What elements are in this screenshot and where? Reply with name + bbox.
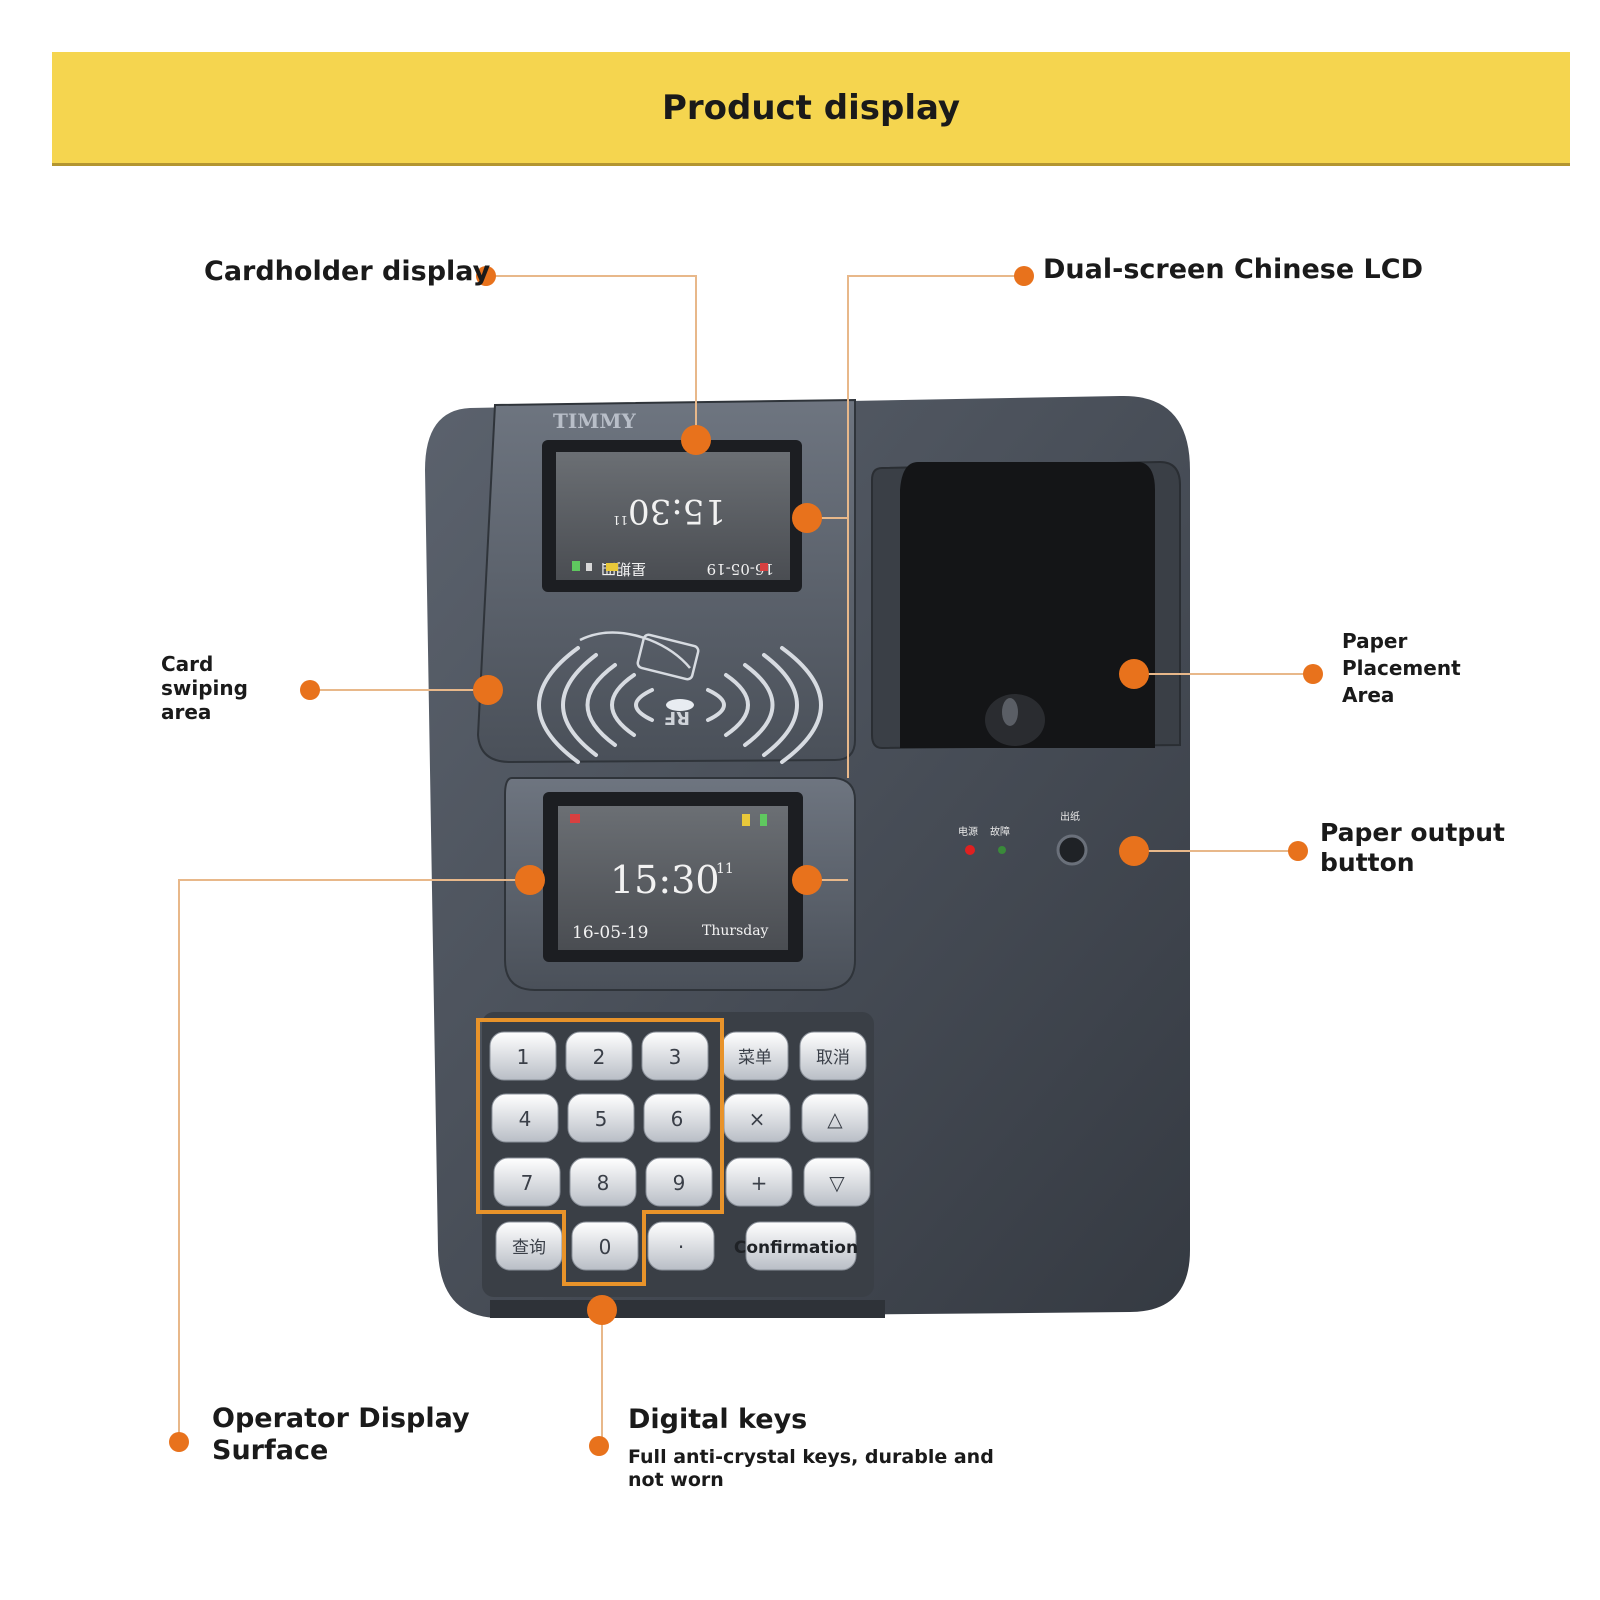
marker-cardholder-screen	[681, 425, 711, 455]
label-dual-screen-lcd: Dual-screen Chinese LCD	[1043, 254, 1423, 285]
indicators: 电源 故障 出纸	[958, 810, 1080, 855]
marker-operator-screen-right	[792, 865, 822, 895]
rf-label: RF	[664, 707, 690, 728]
key-menu[interactable]: 菜单	[721, 1031, 789, 1081]
top-lcd-date: 16-05-19	[707, 560, 774, 578]
svg-text:△: △	[827, 1107, 843, 1131]
svg-text:2: 2	[593, 1045, 606, 1069]
operator-lcd-date: 16-05-19	[572, 923, 648, 943]
marker-card-swiping	[300, 680, 320, 700]
svg-text:▽: ▽	[829, 1171, 845, 1195]
key-9[interactable]: 9	[645, 1157, 713, 1207]
marker-card-reader	[473, 675, 503, 705]
key-3[interactable]: 3	[641, 1031, 709, 1081]
label-digital-keys-note: Full anti-crystal keys, durable and not …	[628, 1446, 994, 1491]
key-confirmation[interactable]: Confirmation	[734, 1221, 858, 1271]
key-8[interactable]: 8	[569, 1157, 637, 1207]
marker-paper-button	[1119, 836, 1149, 866]
top-lcd-time: 15:30	[628, 491, 726, 531]
operator-panel: 15:30 11 16-05-19 Thursday	[504, 777, 856, 991]
svg-text:9: 9	[673, 1171, 686, 1195]
key-down[interactable]: ▽	[803, 1157, 871, 1207]
marker-keypad	[587, 1295, 617, 1325]
rf-wave-icon	[537, 646, 823, 764]
label-card-swiping-area: Card swiping area	[161, 652, 248, 724]
svg-text:查询: 查询	[512, 1238, 546, 1258]
svg-text:Confirmation: Confirmation	[734, 1238, 858, 1258]
operator-lcd-seconds: 11	[716, 861, 734, 877]
label-paper-output-button: Paper output button	[1320, 818, 1505, 877]
key-7[interactable]: 7	[493, 1157, 561, 1207]
label-paper-placement-area: Paper Placement Area	[1342, 629, 1461, 707]
digital-keys-highlight	[476, 1018, 724, 1286]
key-up[interactable]: △	[801, 1093, 869, 1143]
paper-output-button[interactable]	[1056, 834, 1088, 866]
operator-lcd-time: 15:30	[610, 858, 720, 902]
operator-lcd-weekday: Thursday	[702, 923, 769, 939]
power-label: 电源	[958, 825, 978, 838]
svg-text:4: 4	[519, 1107, 532, 1131]
paper-out-label: 出纸	[1060, 810, 1080, 823]
keypad: 1 2 3 菜单 取消 4 5 6 × △ 7 8 9 + ▽ 查询 0 · C…	[489, 1031, 871, 1271]
marker-dual-screen	[1014, 266, 1034, 286]
marker-operator-display	[169, 1432, 189, 1452]
leader-lines	[178, 275, 1313, 1446]
key-plus[interactable]: +	[725, 1157, 793, 1207]
key-multiply[interactable]: ×	[723, 1093, 791, 1143]
callout-markers	[169, 266, 1323, 1456]
cardholder-lcd: 16-05-19 星期四 15:30 11	[542, 440, 802, 592]
card-swiping-area[interactable]: RF	[537, 631, 823, 764]
marker-operator-screen-left	[515, 865, 545, 895]
fault-led-icon	[998, 846, 1006, 854]
key-0[interactable]: 0	[571, 1221, 639, 1271]
key-2[interactable]: 2	[565, 1031, 633, 1081]
key-query[interactable]: 查询	[495, 1221, 563, 1271]
svg-text:1: 1	[517, 1045, 530, 1069]
label-cardholder-display: Cardholder display	[204, 256, 491, 287]
svg-text:7: 7	[521, 1171, 534, 1195]
svg-text:·: ·	[678, 1235, 684, 1259]
key-4[interactable]: 4	[491, 1093, 559, 1143]
power-led-icon	[965, 845, 975, 855]
marker-paper-placement	[1303, 664, 1323, 684]
svg-text:8: 8	[597, 1171, 610, 1195]
fault-label: 故障	[990, 825, 1010, 838]
key-5[interactable]: 5	[567, 1093, 635, 1143]
marker-digital-keys	[589, 1436, 609, 1456]
card-hand-icon	[579, 631, 700, 681]
banner-title: Product display	[661, 87, 961, 128]
brand-logo: TIMMY	[553, 409, 637, 433]
key-1[interactable]: 1	[489, 1031, 557, 1081]
banner: Product display	[52, 52, 1570, 166]
marker-paper-output	[1288, 841, 1308, 861]
marker-printer	[1119, 659, 1149, 689]
svg-text:菜单: 菜单	[738, 1048, 772, 1068]
key-dot[interactable]: ·	[647, 1221, 715, 1271]
svg-text:3: 3	[669, 1045, 682, 1069]
marker-cardholder-display	[476, 266, 496, 286]
svg-text:6: 6	[671, 1107, 684, 1131]
svg-text:×: ×	[749, 1107, 766, 1131]
marker-top-lcd	[792, 503, 822, 533]
label-digital-keys: Digital keys	[628, 1404, 808, 1435]
key-6[interactable]: 6	[643, 1093, 711, 1143]
svg-text:5: 5	[595, 1107, 608, 1131]
label-operator-display-surface: Operator Display Surface	[212, 1403, 470, 1467]
key-cancel[interactable]: 取消	[799, 1031, 867, 1081]
svg-text:+: +	[751, 1171, 768, 1195]
top-lcd-seconds: 11	[613, 513, 628, 527]
svg-text:取消: 取消	[816, 1048, 850, 1068]
paper-placement-area[interactable]	[871, 460, 1181, 750]
svg-text:0: 0	[599, 1235, 612, 1259]
